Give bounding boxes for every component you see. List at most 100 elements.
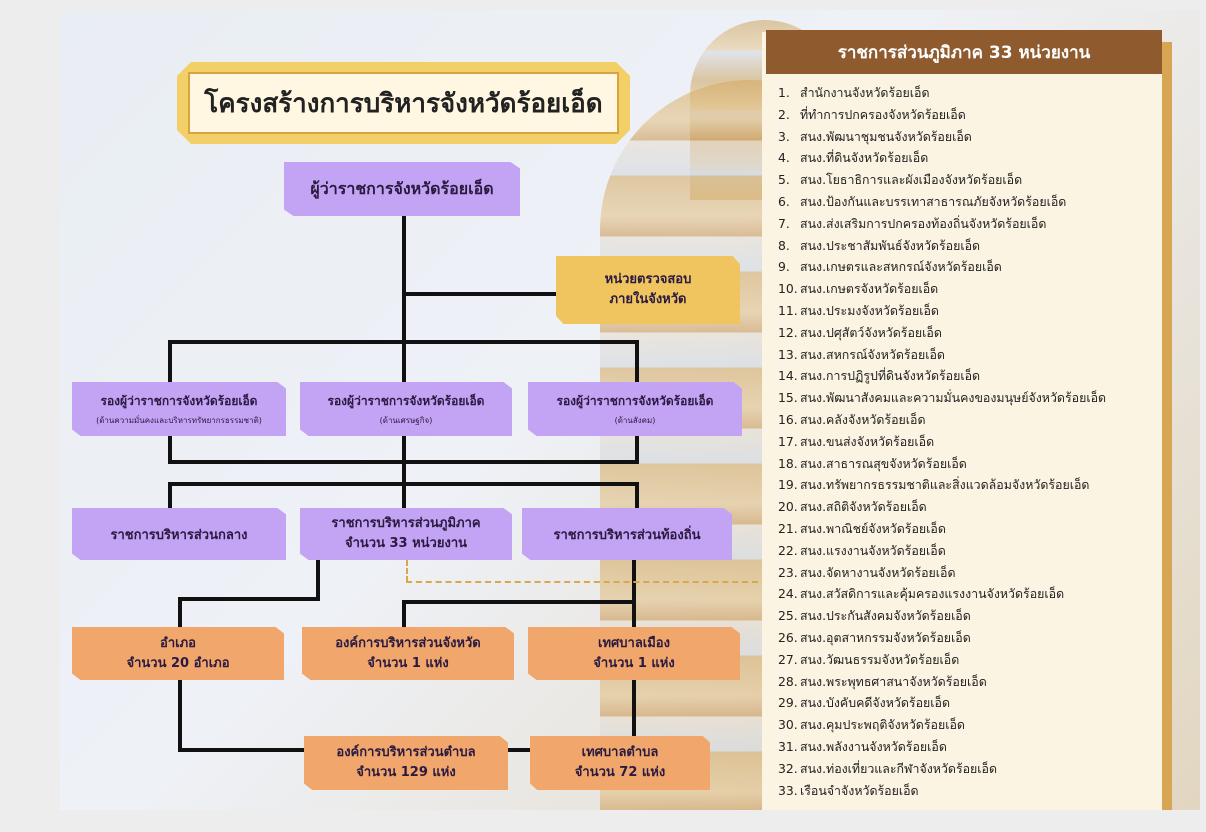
connector-line <box>635 482 639 508</box>
list-item-text: สนง.พัฒนาสังคมและความมั่นคงของมนุษย์จังห… <box>800 390 1107 406</box>
regional-admin-count: จำนวน 33 หน่วยงาน <box>344 536 468 551</box>
list-item-text: สนง.สถิติจังหวัดร้อยเอ็ด <box>800 499 927 515</box>
list-item: 12.สนง.ปศุสัตว์จังหวัดร้อยเอ็ด <box>778 322 1106 344</box>
central-admin-box: ราชการบริหารส่วนกลาง <box>72 508 286 560</box>
list-item-number: 16. <box>778 411 798 427</box>
list-item-number: 5. <box>778 172 790 188</box>
list-item-number: 6. <box>778 193 790 209</box>
list-item-text: สนง.สหกรณ์จังหวัดร้อยเอ็ด <box>800 346 945 362</box>
connector-line <box>402 292 556 296</box>
list-item-text: สนง.พัฒนาชุมชนจังหวัดร้อยเอ็ด <box>800 128 972 144</box>
list-item: 26.สนง.อุตสาหกรรมจังหวัดร้อยเอ็ด <box>778 627 1106 649</box>
governor-label: ผู้ว่าราชการจังหวัดร้อยเอ็ด <box>310 178 494 198</box>
list-item: 16.สนง.คลังจังหวัดร้อยเอ็ด <box>778 409 1106 431</box>
list-item-number: 21. <box>778 520 798 536</box>
list-item: 10.สนง.เกษตรจังหวัดร้อยเอ็ด <box>778 278 1106 300</box>
district-count: จำนวน 20 อำเภอ <box>126 655 230 671</box>
list-item-text: สนง.สาธารณสุขจังหวัดร้อยเอ็ด <box>800 455 967 471</box>
list-item-number: 30. <box>778 717 798 733</box>
list-item-number: 29. <box>778 695 798 711</box>
list-item-text: สนง.ประกันสังคมจังหวัดร้อยเอ็ด <box>800 608 971 624</box>
list-item: 14.สนง.การปฏิรูปที่ดินจังหวัดร้อยเอ็ด <box>778 365 1106 387</box>
list-item: 20.สนง.สถิติจังหวัดร้อยเอ็ด <box>778 496 1106 518</box>
list-item: 32.สนง.ท่องเที่ยวและกีฬาจังหวัดร้อยเอ็ด <box>778 758 1106 780</box>
deputy-area: (ด้านความมั่นคงและบริหารทรัพยากรธรรมชาติ… <box>96 415 262 425</box>
list-item-number: 9. <box>778 259 790 275</box>
list-item-text: สนง.สวัสดิการและคุ้มครองแรงงานจังหวัดร้อ… <box>800 586 1065 602</box>
list-item-text: สำนักงานจังหวัดร้อยเอ็ด <box>800 85 930 100</box>
list-item-number: 25. <box>778 608 798 624</box>
regional-admin-box: ราชการบริหารส่วนภูมิภาค จำนวน 33 หน่วยงา… <box>300 508 512 560</box>
connector-line <box>168 460 639 464</box>
list-item: 31.สนง.พลังงานจังหวัดร้อยเอ็ด <box>778 736 1106 758</box>
deputy-area: (ด้านเศรษฐกิจ) <box>379 415 433 425</box>
list-item-text: สนง.พระพุทธศาสนาจังหวัดร้อยเอ็ด <box>800 673 987 689</box>
list-item-text: สนง.ป้องกันและบรรเทาสาธารณภัยจังหวัดร้อย… <box>800 193 1067 209</box>
list-item: 18.สนง.สาธารณสุขจังหวัดร้อยเอ็ด <box>778 453 1106 475</box>
list-item: 33.เรือนจำจังหวัดร้อยเอ็ด <box>778 780 1106 802</box>
deputy-label: รองผู้ว่าราชการจังหวัดร้อยเอ็ด <box>327 393 485 408</box>
list-item-number: 31. <box>778 738 798 754</box>
list-item-number: 3. <box>778 128 790 144</box>
list-item: 5. สนง.โยธาธิการและผังเมืองจังหวัดร้อยเอ็… <box>778 169 1106 191</box>
list-item-number: 1. <box>778 85 790 100</box>
list-item-number: 22. <box>778 542 798 558</box>
connector-line <box>632 680 636 736</box>
district-box: อำเภอ จำนวน 20 อำเภอ <box>72 627 284 680</box>
connector-line <box>168 482 172 508</box>
list-item-number: 33. <box>778 782 798 798</box>
list-item-text: สนง.การปฏิรูปที่ดินจังหวัดร้อยเอ็ด <box>800 368 981 384</box>
list-item-text: สนง.พลังงานจังหวัดร้อยเอ็ด <box>800 738 947 754</box>
list-item-number: 32. <box>778 760 798 776</box>
connector-line <box>316 560 320 600</box>
list-item-number: 24. <box>778 586 798 602</box>
connector-line <box>178 597 182 627</box>
connector-line <box>168 436 172 464</box>
connector-line <box>635 340 639 382</box>
list-item: 30.สนง.คุมประพฤติจังหวัดร้อยเอ็ด <box>778 714 1106 736</box>
list-item-number: 14. <box>778 368 798 384</box>
list-item-number: 19. <box>778 477 798 493</box>
list-item-text: สนง.วัฒนธรรมจังหวัดร้อยเอ็ด <box>800 651 960 667</box>
list-item-text: สนง.ส่งเสริมการปกครองท้องถิ่นจังหวัดร้อย… <box>800 215 1047 231</box>
list-item-number: 8. <box>778 237 790 253</box>
regional-units-panel <box>762 32 1162 810</box>
list-item-text: สนง.โยธาธิการและผังเมืองจังหวัดร้อยเอ็ด <box>800 172 1023 188</box>
subdistrict-municipality-count: จำนวน 72 แห่ง <box>574 765 666 780</box>
list-item-number: 13. <box>778 346 798 362</box>
deputy-area: (ด้านสังคม) <box>614 415 656 425</box>
list-item: 7.สนง.ส่งเสริมการปกครองท้องถิ่นจังหวัดร้… <box>778 213 1106 235</box>
list-item: 19.สนง.ทรัพยากรธรรมชาติและสิ่งแวดล้อมจัง… <box>778 474 1106 496</box>
district-label: อำเภอ <box>160 635 196 651</box>
audit-line-1: หน่วยตรวจสอบ <box>604 272 692 287</box>
deputy-label: รองผู้ว่าราชการจังหวัดร้อยเอ็ด <box>556 393 714 408</box>
list-item: 2.ที่ทำการปกครองจังหวัดร้อยเอ็ด <box>778 104 1106 126</box>
list-item-number: 26. <box>778 629 798 645</box>
central-admin-label: ราชการบริหารส่วนกลาง <box>110 527 248 543</box>
governor-box: ผู้ว่าราชการจังหวัดร้อยเอ็ด <box>284 162 520 216</box>
dashed-link <box>406 560 408 582</box>
list-item: 11.สนง.ประมงจังหวัดร้อยเอ็ด <box>778 300 1106 322</box>
list-item: 17.สนง.ขนส่งจังหวัดร้อยเอ็ด <box>778 431 1106 453</box>
list-item: 23.สนง.จัดหางานจังหวัดร้อยเอ็ด <box>778 562 1106 584</box>
sao-label: องค์การบริหารส่วนตำบล <box>336 745 476 760</box>
pao-label: องค์การบริหารส่วนจังหวัด <box>335 635 481 651</box>
list-item-text: สนง.ขนส่งจังหวัดร้อยเอ็ด <box>800 433 935 449</box>
list-item: 24.สนง.สวัสดิการและคุ้มครองแรงงานจังหวัด… <box>778 583 1106 605</box>
list-item-text: สนง.ท่องเที่ยวและกีฬาจังหวัดร้อยเอ็ด <box>800 760 998 776</box>
list-item-text: สนง.จัดหางานจังหวัดร้อยเอ็ด <box>800 564 956 580</box>
list-item-number: 20. <box>778 499 798 515</box>
connector-line <box>178 680 182 752</box>
list-item-text: สนง.เกษตรจังหวัดร้อยเอ็ด <box>800 281 939 297</box>
list-item: 4.สนง.ที่ดินจังหวัดร้อยเอ็ด <box>778 147 1106 169</box>
connector-line <box>178 597 320 601</box>
list-item: 3. สนง.พัฒนาชุมชนจังหวัดร้อยเอ็ด <box>778 126 1106 148</box>
city-municipality-box: เทศบาลเมือง จำนวน 1 แห่ง <box>528 627 740 680</box>
list-item: 22.สนง.แรงงานจังหวัดร้อยเอ็ด <box>778 540 1106 562</box>
list-item: 13.สนง.สหกรณ์จังหวัดร้อยเอ็ด <box>778 344 1106 366</box>
list-item-number: 4. <box>778 150 790 166</box>
audit-line-2: ภายในจังหวัด <box>609 292 687 307</box>
list-item: 9.สนง.เกษตรและสหกรณ์จังหวัดร้อยเอ็ด <box>778 256 1106 278</box>
city-municipality-count: จำนวน 1 แห่ง <box>593 655 675 671</box>
subdistrict-municipality-box: เทศบาลตำบล จำนวน 72 แห่ง <box>530 736 710 790</box>
